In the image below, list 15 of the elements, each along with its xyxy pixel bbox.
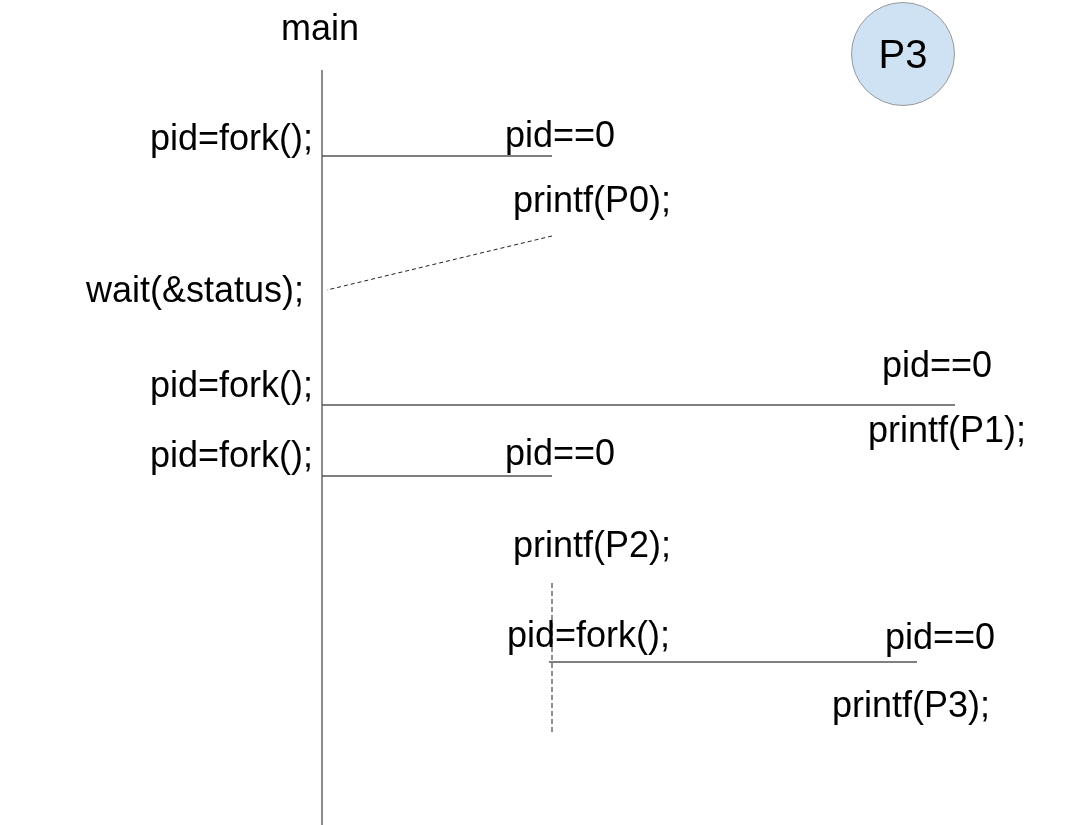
code-line: pid=fork(); [507,614,671,656]
code-line: pid=fork(); [150,434,314,476]
condition-text: pid==0 [505,432,616,474]
process-title: main [281,7,360,49]
code-line: printf(P3); [832,684,991,726]
code-line: printf(P0); [513,179,672,221]
code-line: pid=fork(); [150,117,314,159]
code-line: printf(P1); [868,409,1027,451]
condition-text: pid==0 [505,114,616,156]
condition-text: pid==0 [885,616,996,658]
process-circle: P3 [851,2,955,106]
code-line: pid=fork(); [150,364,314,406]
code-line: printf(P2); [513,524,672,566]
condition-text: pid==0 [882,344,993,386]
code-line: wait(&status); [86,269,305,311]
